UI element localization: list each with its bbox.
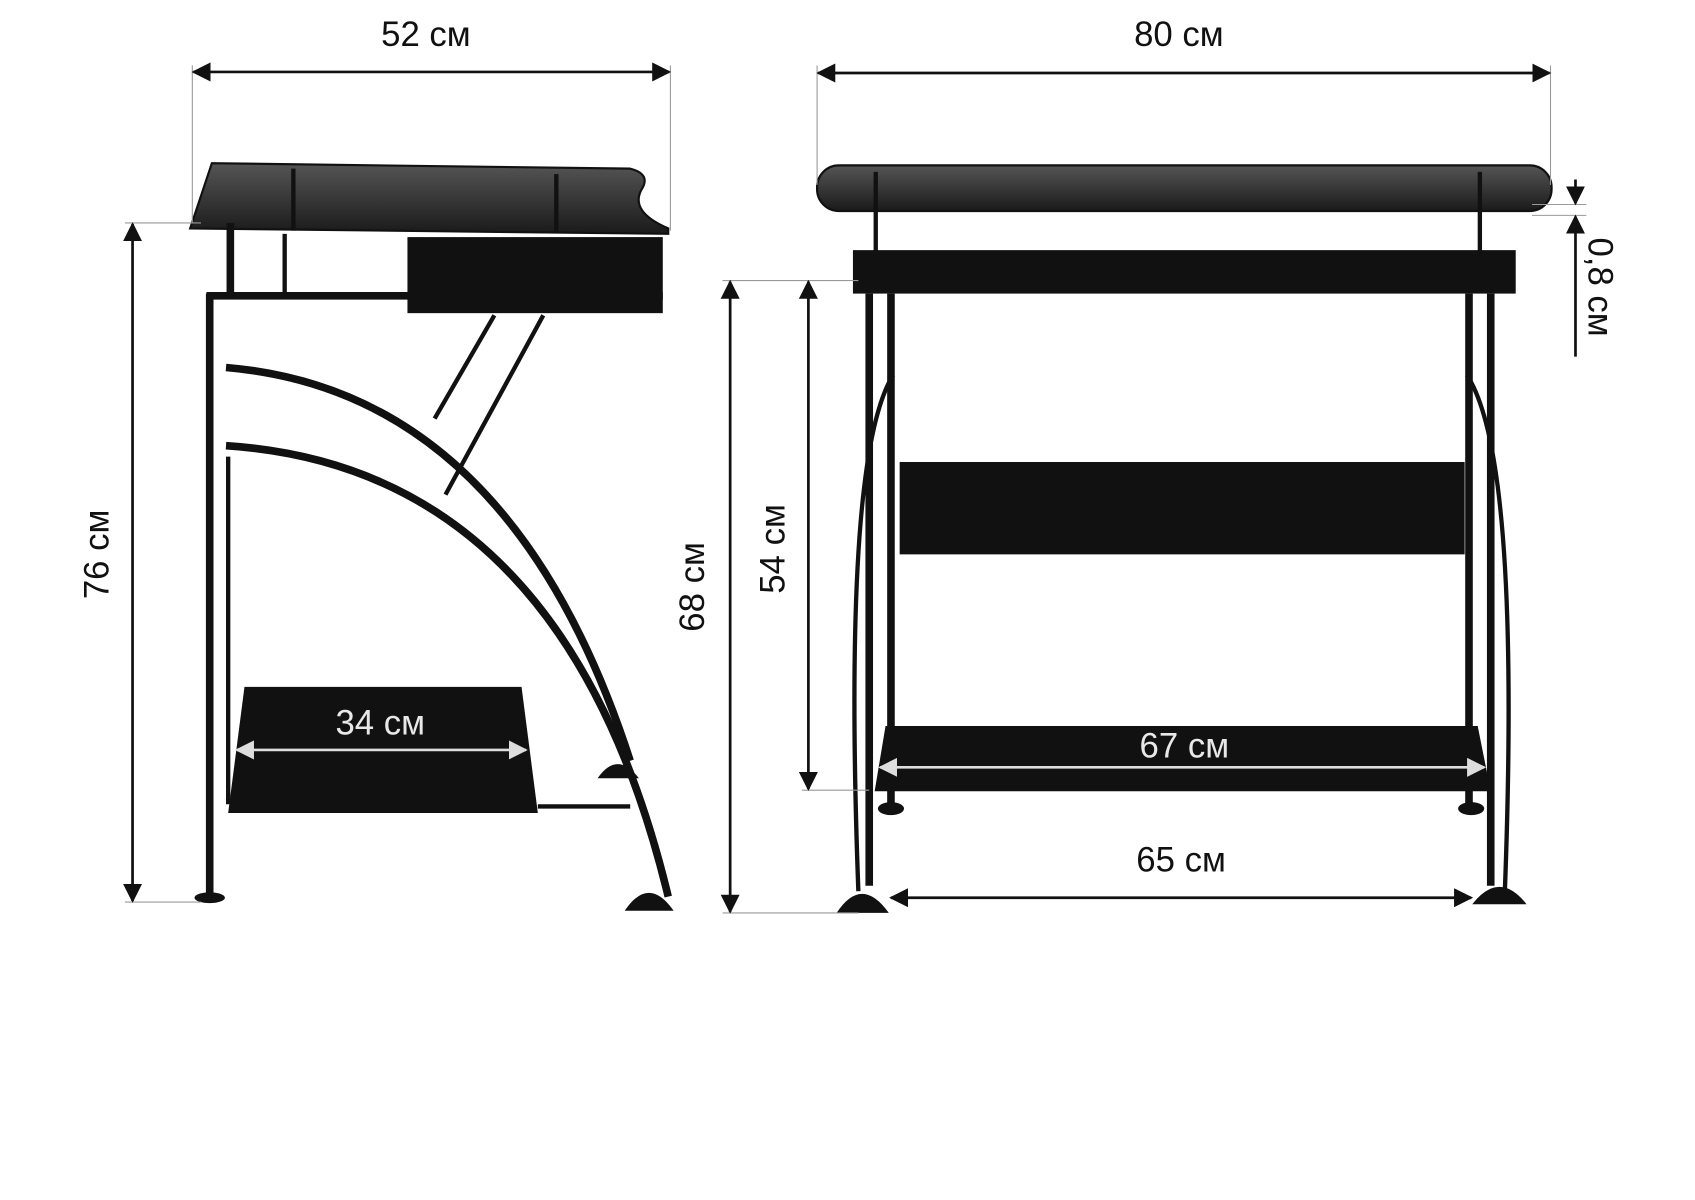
front-middle-panel [899, 462, 1465, 555]
side-height-label: 76 см [79, 510, 117, 600]
shelf-width-label: 67 см [1140, 728, 1230, 766]
side-curved-frame [225, 363, 634, 762]
tray-height-label: 68 см [674, 542, 712, 632]
side-depth-label: 52 см [381, 16, 471, 54]
lower-height-label: 54 см [754, 504, 792, 594]
foot [597, 764, 639, 779]
foot [836, 893, 889, 913]
side-glass-top [188, 162, 670, 235]
side-curved-frame [225, 441, 672, 898]
front-curved-frame-left [852, 373, 895, 892]
front-keyboard-tray [852, 250, 1516, 294]
front-view: 80 см 0,8 см 68 см 54 см 67 см 65 см [674, 16, 1619, 914]
side-keyboard-tray [407, 237, 663, 314]
foot [1458, 802, 1485, 816]
foot [624, 892, 674, 911]
foot [1472, 886, 1527, 905]
foot [877, 802, 904, 816]
leg-span-label: 65 см [1136, 842, 1226, 880]
foot [194, 892, 225, 904]
side-diagonal-brace [432, 314, 497, 420]
glass-thickness-label: 0,8 см [1581, 237, 1619, 336]
front-curved-frame-right [1465, 373, 1511, 892]
shelf-depth-label: 34 см [335, 705, 425, 743]
side-view: 52 см 76 см 34 см [79, 16, 674, 911]
front-width-label: 80 см [1134, 16, 1224, 54]
front-glass-top [815, 164, 1553, 213]
side-diagonal-brace [443, 314, 546, 496]
